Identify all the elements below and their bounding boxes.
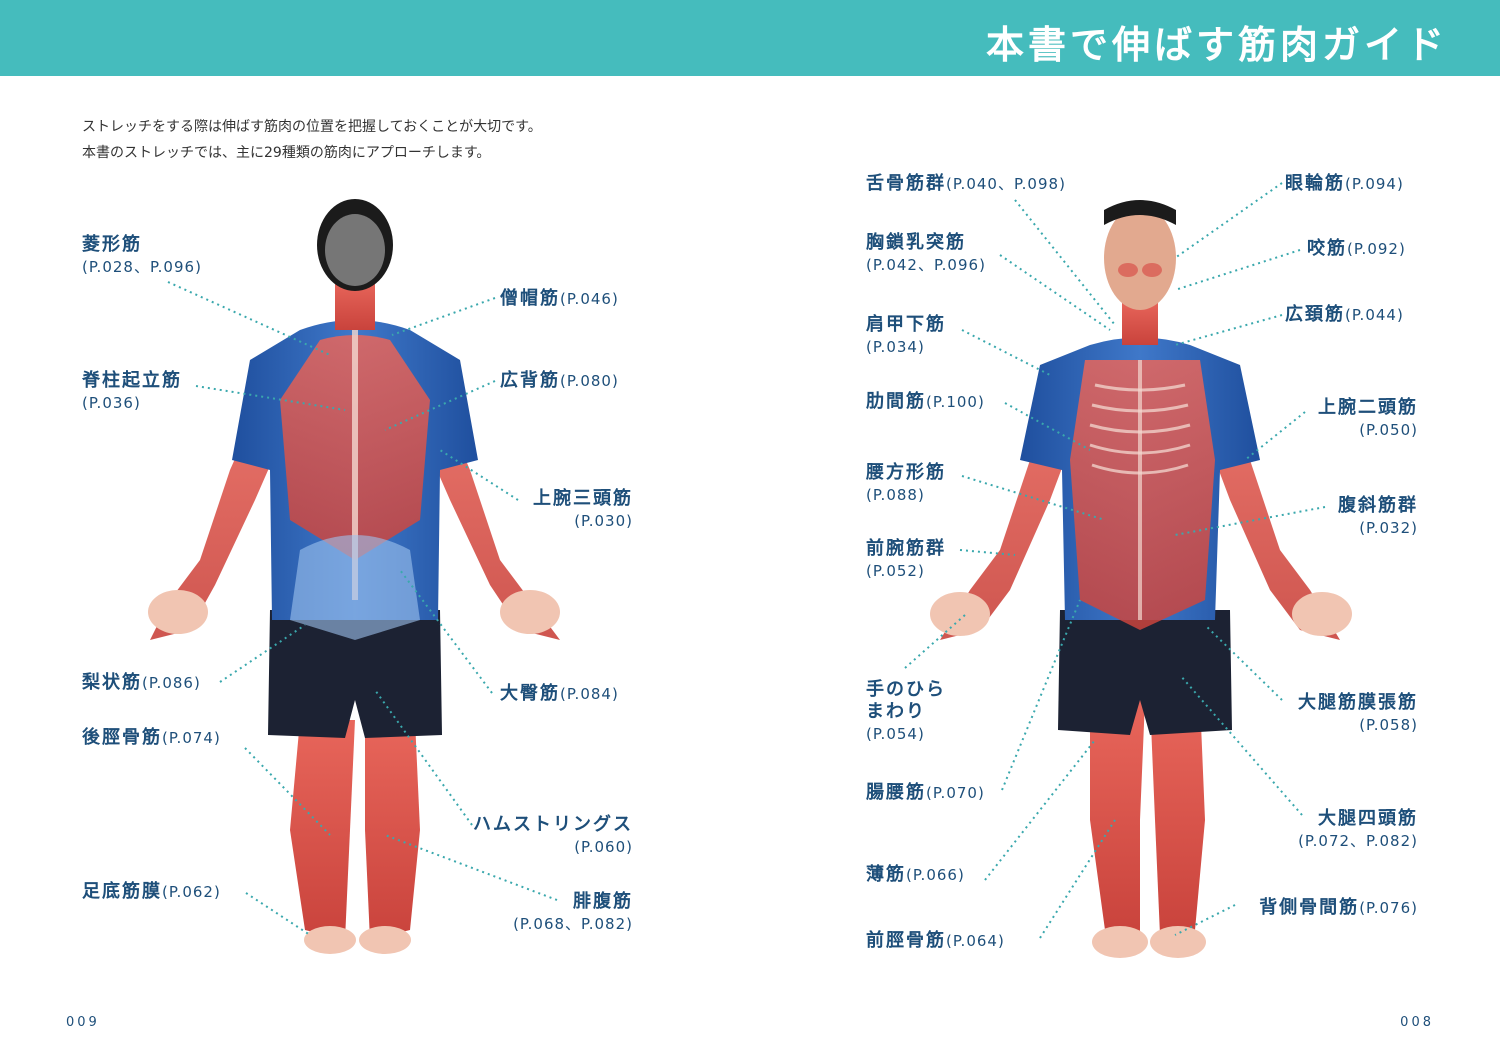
label-dorsal-interossei: 背側骨間筋(P.076) (1259, 897, 1418, 919)
intro-line: 本書のストレッチでは、主に29種類の筋肉にアプローチします。 (82, 145, 491, 161)
page-ref: (P.044) (1345, 306, 1404, 324)
muscle-name: 大腿四頭筋 (1318, 808, 1418, 829)
label-quadriceps: 大腿四頭筋 (P.072、P.082) (1298, 808, 1418, 852)
label-tensor-fasciae-latae: 大腿筋膜張筋 (P.058) (1298, 692, 1418, 736)
page-ref: (P.034) (866, 338, 925, 356)
label-hyoid-muscles: 舌骨筋群(P.040、P.098) (866, 173, 1066, 195)
muscle-name: 後脛骨筋 (82, 727, 162, 748)
muscle-name: 菱形筋 (82, 234, 142, 255)
muscle-name: 上腕二頭筋 (1318, 397, 1418, 418)
muscle-name: 上腕三頭筋 (533, 488, 633, 509)
label-trapezius: 僧帽筋(P.046) (500, 288, 619, 310)
page-ref: (P.036) (82, 394, 141, 412)
page-ref: (P.070) (926, 784, 985, 802)
muscle-name: 僧帽筋 (500, 288, 560, 309)
label-erector-spinae: 脊柱起立筋 (P.036) (82, 370, 182, 414)
page-ref: (P.086) (142, 674, 201, 692)
page-ref: (P.100) (926, 393, 985, 411)
page-ref: (P.030) (574, 512, 633, 530)
label-tibialis-anterior: 前脛骨筋(P.064) (866, 930, 1005, 952)
label-quadratus-lumborum: 腰方形筋 (P.088) (866, 462, 946, 506)
muscle-name: 肋間筋 (866, 391, 926, 412)
muscle-name: 足底筋膜 (82, 881, 162, 902)
page-ref: (P.074) (162, 729, 221, 747)
page-ref: (P.072、P.082) (1298, 832, 1418, 850)
muscle-name: 腹斜筋群 (1338, 495, 1418, 516)
page-ref: (P.088) (866, 486, 925, 504)
page-number-right: 008 (1400, 1015, 1434, 1030)
muscle-name: 梨状筋 (82, 672, 142, 693)
muscle-name: 前脛骨筋 (866, 930, 946, 951)
page-ref: (P.054) (866, 725, 925, 743)
page-ref: (P.068、P.082) (513, 915, 633, 933)
page-ref: (P.084) (560, 685, 619, 703)
label-intercostal: 肋間筋(P.100) (866, 391, 985, 413)
muscle-name: 脊柱起立筋 (82, 370, 182, 391)
page-ref: (P.060) (574, 838, 633, 856)
page-number-left: 009 (66, 1015, 100, 1030)
label-orbicularis-oculi: 眼輪筋(P.094) (1285, 173, 1404, 195)
intro-line: ストレッチをする際は伸ばす筋肉の位置を把握しておくことが大切です。 (82, 119, 542, 135)
label-piriformis: 梨状筋(P.086) (82, 672, 201, 694)
label-obliques: 腹斜筋群 (P.032) (1338, 495, 1418, 539)
page-ref: (P.076) (1359, 899, 1418, 917)
intro-text: ストレッチをする際は伸ばす筋肉の位置を把握しておくことが大切です。 本書のストレ… (82, 114, 542, 166)
muscle-name: 腰方形筋 (866, 462, 946, 483)
page-ref: (P.064) (946, 932, 1005, 950)
label-gastrocnemius: 腓腹筋 (P.068、P.082) (513, 891, 633, 935)
page-ref: (P.046) (560, 290, 619, 308)
label-gracilis: 薄筋(P.066) (866, 864, 965, 886)
muscle-name: 広頚筋 (1285, 304, 1345, 325)
muscle-name: 腓腹筋 (573, 891, 633, 912)
label-subscapularis: 肩甲下筋 (P.034) (866, 314, 946, 358)
label-tibialis-posterior: 後脛骨筋(P.074) (82, 727, 221, 749)
muscle-name: 舌骨筋群 (866, 173, 946, 194)
label-forearm-muscles: 前腕筋群 (P.052) (866, 538, 946, 582)
page-ref: (P.042、P.096) (866, 256, 986, 274)
page-ref: (P.050) (1359, 421, 1418, 439)
page-ref: (P.066) (906, 866, 965, 884)
muscle-name-line2: まわり (866, 701, 926, 722)
label-gluteus-maximus: 大臀筋(P.084) (500, 683, 619, 705)
muscle-name: 大臀筋 (500, 683, 560, 704)
muscle-name: 眼輪筋 (1285, 173, 1345, 194)
muscle-name: 広背筋 (500, 370, 560, 391)
label-latissimus: 広背筋(P.080) (500, 370, 619, 392)
back-figure (148, 199, 560, 954)
label-palm: 手のひら まわり (P.054) (866, 679, 946, 745)
page-ref: (P.062) (162, 883, 221, 901)
muscle-name: 咬筋 (1307, 238, 1347, 259)
label-iliopsoas: 腸腰筋(P.070) (866, 782, 985, 804)
label-hamstrings: ハムストリングス (P.060) (473, 814, 633, 858)
label-platysma: 広頚筋(P.044) (1285, 304, 1404, 326)
label-plantar-fascia: 足底筋膜(P.062) (82, 881, 221, 903)
page-ref: (P.032) (1359, 519, 1418, 537)
muscle-name: 前腕筋群 (866, 538, 946, 559)
muscle-name: ハムストリングス (473, 814, 633, 835)
label-masseter: 咬筋(P.092) (1307, 238, 1406, 260)
front-figure (930, 200, 1352, 958)
page-ref: (P.094) (1345, 175, 1404, 193)
page-ref: (P.028、P.096) (82, 258, 202, 276)
header-band: 本書で伸ばす筋肉ガイド (0, 0, 1500, 76)
muscle-name: 胸鎖乳突筋 (866, 232, 966, 253)
page-title: 本書で伸ばす筋肉ガイド (985, 23, 1448, 67)
page-ref: (P.052) (866, 562, 925, 580)
label-biceps: 上腕二頭筋 (P.050) (1318, 397, 1418, 441)
muscle-name: 薄筋 (866, 864, 906, 885)
muscle-name: 背側骨間筋 (1259, 897, 1360, 918)
muscle-name: 肩甲下筋 (866, 314, 946, 335)
label-triceps: 上腕三頭筋 (P.030) (533, 488, 633, 532)
page-ref: (P.092) (1347, 240, 1406, 258)
page-ref: (P.080) (560, 372, 619, 390)
page-ref: (P.040、P.098) (946, 175, 1066, 193)
muscle-name: 手のひら (866, 679, 946, 700)
page-ref: (P.058) (1359, 716, 1418, 734)
muscle-name: 大腿筋膜張筋 (1298, 692, 1418, 713)
label-rhomboid: 菱形筋 (P.028、P.096) (82, 234, 202, 278)
muscle-name: 腸腰筋 (866, 782, 926, 803)
label-sternocleidomastoid: 胸鎖乳突筋 (P.042、P.096) (866, 232, 986, 276)
